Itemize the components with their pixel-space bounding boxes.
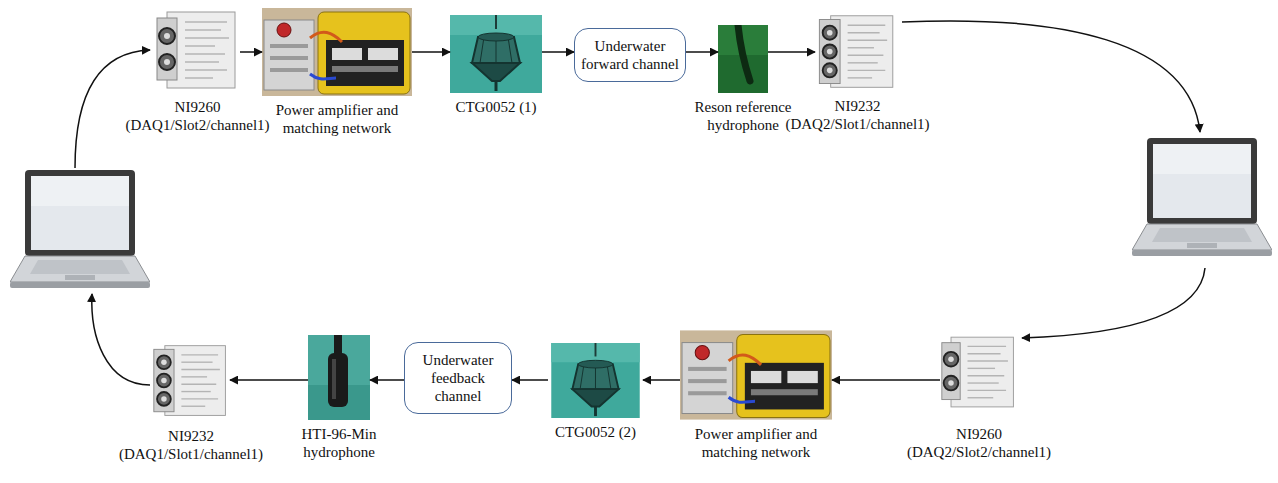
device-node: Power amplifier and matching network [680, 330, 832, 420]
hydrophone-photo [308, 335, 370, 420]
device-node: NI9232 (DAQ2/Slot1/channel1) [815, 12, 900, 92]
device-node: CTG0052 (1) [450, 15, 542, 93]
signal-arrow [230, 379, 308, 381]
curved-arrow [75, 50, 150, 168]
device-label: NI9260 (DAQ2/Slot2/channel1) [899, 425, 1059, 461]
transducer-photo [450, 15, 542, 93]
device-label: Power amplifier and matching network [676, 425, 836, 461]
daq-module-icon [157, 12, 235, 88]
channel-box: Underwater feedback channel [404, 342, 512, 414]
daq-module-icon [154, 346, 226, 416]
signal-arrow [686, 51, 718, 53]
signal-arrow [412, 51, 450, 53]
device-node: NI9260 (DAQ2/Slot2/channel1) [940, 325, 1018, 420]
signal-arrow [832, 379, 940, 381]
device-node: Reson reference hydrophone [718, 25, 768, 93]
channel-box: Underwater forward channel [574, 28, 686, 82]
device-node: NI9260 (DAQ1/Slot2/channel1) [155, 8, 240, 93]
hydrophone-photo [308, 25, 768, 420]
device-node: NI9232 (DAQ1/Slot1/channel1) [152, 340, 230, 422]
device-node: HTI-96-Min hydrophone [308, 335, 370, 420]
signal-arrow [512, 379, 548, 381]
channel-label: Underwater forward channel [581, 37, 679, 73]
amplifier-photo [680, 330, 832, 419]
signal-arrow [370, 379, 404, 381]
device-label: NI9260 (DAQ1/Slot2/channel1) [118, 98, 278, 134]
amplifier-photo [262, 8, 832, 420]
channel-label: Underwater feedback channel [411, 351, 505, 405]
signal-arrow [768, 51, 815, 53]
signal-arrow [240, 51, 262, 53]
curved-arrow [1022, 268, 1205, 338]
curved-arrow [92, 294, 150, 385]
device-node: CTG0052 (2) [548, 343, 643, 418]
curved-arrow [902, 21, 1200, 132]
daq-module-icon [819, 16, 892, 88]
device-label: NI9232 (DAQ2/Slot1/channel1) [778, 97, 938, 133]
device-label: NI9232 (DAQ1/Slot1/channel1) [111, 427, 271, 463]
laptop-icon [1132, 138, 1272, 256]
amplifier-photo [262, 8, 412, 96]
hydrophone-photo [718, 25, 768, 93]
daq-module-icon [942, 337, 1014, 407]
device-label: HTI-96-Min hydrophone [284, 425, 394, 461]
signal-arrow [542, 51, 574, 53]
device-label: Power amplifier and matching network [257, 101, 417, 137]
device-label: CTG0052 (2) [541, 423, 651, 441]
laptop-icon [10, 138, 1272, 288]
device-node: Power amplifier and matching network [262, 8, 412, 96]
device-label: CTG0052 (1) [441, 98, 551, 116]
curved-arrow [75, 21, 1205, 385]
transducer-photo [551, 343, 639, 418]
laptop-icon [10, 170, 150, 288]
signal-arrow [643, 379, 680, 381]
